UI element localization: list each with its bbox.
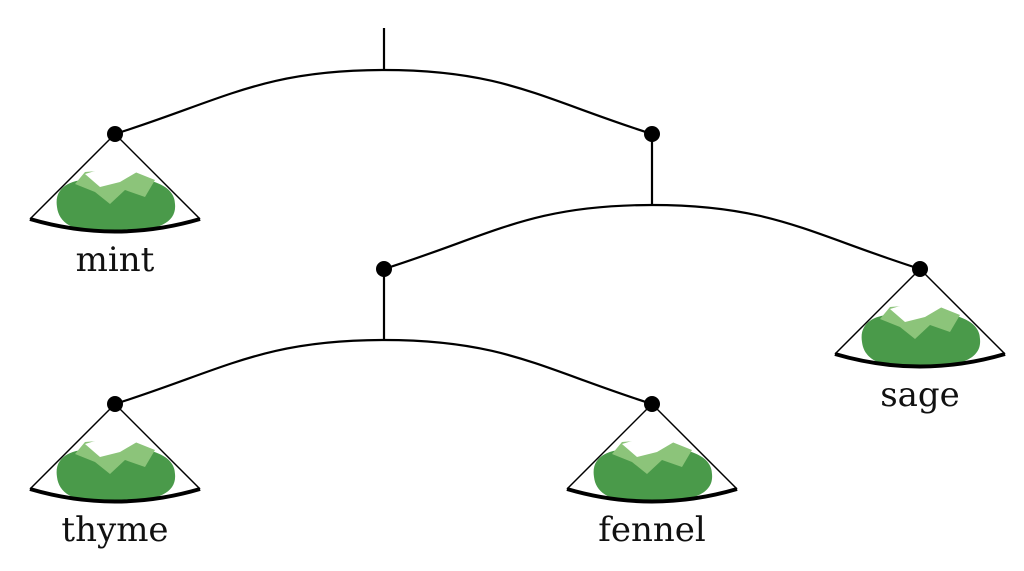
- pan-string: [834, 268, 921, 355]
- herb-highlight: [85, 168, 137, 187]
- pan-sage: sage: [834, 268, 1006, 415]
- beam: [383, 203, 921, 271]
- pan-bowl: [834, 352, 1006, 369]
- herb-label: thyme: [61, 510, 168, 550]
- herb-highlight: [622, 438, 674, 457]
- pan-string: [114, 133, 201, 220]
- pan-string: [566, 403, 653, 490]
- herb-highlight: [890, 303, 942, 322]
- herb-label: sage: [880, 375, 960, 415]
- pan-string: [29, 133, 116, 220]
- herb-label: mint: [76, 240, 155, 280]
- pan-fennel: fennel: [566, 403, 738, 550]
- pan-mint: mint: [29, 133, 201, 280]
- pan-string: [919, 268, 1006, 355]
- beam: [114, 68, 653, 136]
- pan-string: [114, 403, 201, 490]
- pan-bowl: [29, 217, 201, 234]
- herb-label: fennel: [598, 510, 706, 550]
- pan-string: [29, 403, 116, 490]
- herb-highlight: [85, 438, 137, 457]
- beams: [107, 28, 928, 412]
- pan-bowl: [566, 487, 738, 504]
- pan-bowl: [29, 487, 201, 504]
- pan-string: [651, 403, 738, 490]
- pan-thyme: thyme: [29, 403, 201, 550]
- beam: [114, 338, 653, 406]
- pans: mint thyme fennel sage: [29, 133, 1006, 550]
